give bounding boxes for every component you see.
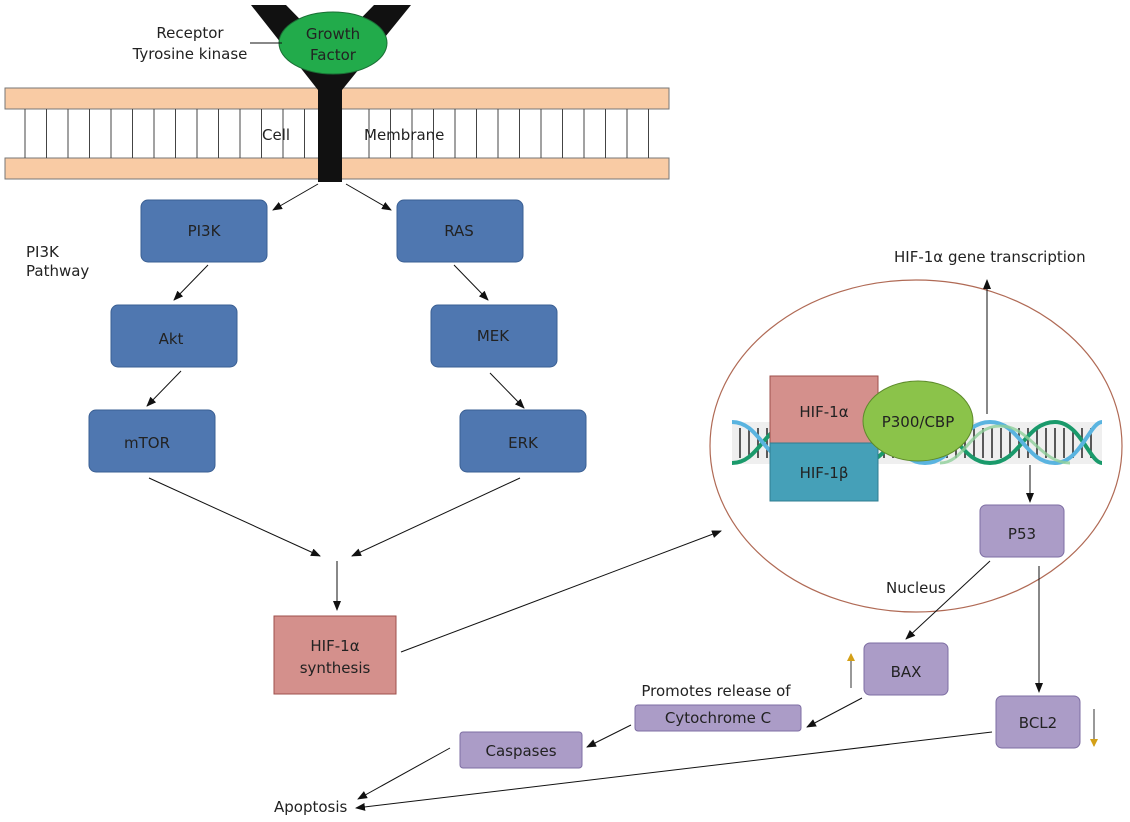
akt-node: Akt xyxy=(110,304,238,368)
arrow-caspases-to-apoptosis xyxy=(357,747,451,800)
cytochrome-c-node-label: Cytochrome C xyxy=(665,709,771,727)
arrow-cytochrome-to-caspases xyxy=(586,724,632,748)
hif1a-node-label: HIF-1α xyxy=(799,403,848,421)
p300-cbp-node: P300/CBP xyxy=(862,380,974,462)
pi3k-node-label: PI3K xyxy=(188,222,222,240)
pi3k-pathway-label-line1: PI3K xyxy=(26,243,60,261)
membrane-label: Membrane xyxy=(364,126,444,144)
hif1b-node: HIF-1β xyxy=(769,442,879,502)
p53-node-label: P53 xyxy=(1008,525,1036,543)
receptor-label-line2: Tyrosine kinase xyxy=(132,45,248,63)
nucleus-label: Nucleus xyxy=(886,579,946,597)
mek-node: MEK xyxy=(430,304,558,368)
bax-node-label: BAX xyxy=(891,663,922,681)
bcl2-node-label: BCL2 xyxy=(1019,714,1057,732)
hif-synthesis-label-line2: synthesis xyxy=(300,659,371,677)
p300-cbp-node-label: P300/CBP xyxy=(882,413,955,431)
p53-node: P53 xyxy=(979,504,1065,558)
nucleus-envelope xyxy=(709,279,1123,613)
dna-strand-c xyxy=(939,424,1071,465)
growth-factor-label-line1: Growth xyxy=(306,25,360,43)
pathway-arrows xyxy=(146,183,1043,811)
growth-factor-label-line2: Factor xyxy=(310,46,357,64)
promotes-release-label: Promotes release of xyxy=(641,682,791,700)
akt-node-label: Akt xyxy=(159,330,184,348)
arrow-hif-synthesis-to-nucleus xyxy=(400,530,722,653)
cell-label: Cell xyxy=(262,126,290,144)
hif1b-node-label: HIF-1β xyxy=(800,464,849,482)
arrow-ras-to-mek xyxy=(453,264,489,301)
bax-node: BAX xyxy=(863,642,949,696)
bcl2-node: BCL2 xyxy=(995,695,1081,749)
apoptosis-label: Apoptosis xyxy=(274,798,348,816)
ras-node-label: RAS xyxy=(444,222,474,240)
mek-node-label: MEK xyxy=(477,327,510,345)
arrow-bax-to-cytochrome xyxy=(806,697,863,728)
ras-node: RAS xyxy=(396,199,524,263)
receptor-label-line1: Receptor xyxy=(156,24,224,42)
arrow-bcl2-to-apoptosis xyxy=(355,731,993,811)
erk-node: ERK xyxy=(459,409,587,473)
hif-transcription-label: HIF-1α gene transcription xyxy=(894,248,1086,266)
caspases-node: Caspases xyxy=(459,731,583,769)
mtor-node: mTOR xyxy=(88,409,216,473)
pi3k-pathway-label-line2: Pathway xyxy=(26,262,89,280)
cytochrome-c-node: Cytochrome C xyxy=(634,704,802,732)
membrane-lipid-tails xyxy=(24,109,649,158)
arrow-p53-to-bax xyxy=(905,560,991,640)
arrow-receptor-to-pi3k xyxy=(272,183,319,211)
arrow-mtor-to-convergence xyxy=(148,477,321,557)
hif-synthesis-label-line1: HIF-1α xyxy=(310,637,359,655)
arrow-receptor-to-ras xyxy=(345,183,392,211)
receptor-tyrosine-kinase: Growth Factor Receptor Tyrosine kinase xyxy=(132,5,411,182)
hif1a-node: HIF-1α xyxy=(769,375,879,444)
pi3k-node: PI3K xyxy=(140,199,268,263)
arrow-mek-to-erk xyxy=(489,372,525,409)
hif-synthesis-node: HIF-1α synthesis xyxy=(273,615,397,695)
caspases-node-label: Caspases xyxy=(485,742,556,760)
receptor-stem xyxy=(318,72,342,182)
arrow-erk-to-convergence xyxy=(351,477,521,557)
arrow-akt-to-mtor xyxy=(146,370,182,407)
growth-factor xyxy=(278,11,388,75)
arrow-pi3k-to-akt xyxy=(173,264,209,301)
mtor-node-label: mTOR xyxy=(124,434,170,452)
erk-node-label: ERK xyxy=(508,434,539,452)
